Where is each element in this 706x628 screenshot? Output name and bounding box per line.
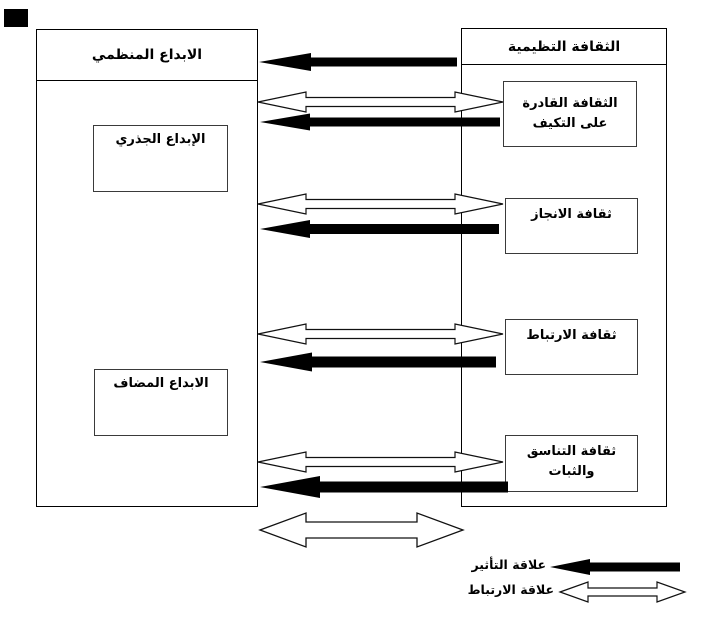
added-creativity-label: الابداع المضاف [113, 376, 209, 391]
consistency-culture-label: ثقافة التناسق والثبات [526, 444, 617, 480]
added-creativity-box: الابداع المضاف [94, 369, 228, 436]
legend-correlation-arrow [558, 581, 687, 603]
achievement-culture-label: ثقافة الانجاز [531, 207, 612, 222]
legend-influence-label: علاقة التأثير [471, 557, 547, 572]
legend-correlation-label: علاقة الارتباط [467, 582, 554, 597]
correlation-arrow-bottom [258, 512, 465, 548]
legend-influence-arrow [550, 559, 680, 575]
influence-arrow-top [259, 53, 457, 71]
organizational-culture-title: الثقافة التظيمية [462, 29, 666, 65]
corner-scan-mark [4, 9, 28, 27]
consistency-culture-box: ثقافة التناسق والثبات [505, 435, 638, 492]
achievement-culture-box: ثقافة الانجاز [505, 198, 638, 254]
adaptive-culture-box: الثقافة القادرة على التكيف [503, 81, 637, 147]
radical-creativity-label: الإبداع الجذري [115, 132, 206, 147]
adaptive-culture-label: الثقافة القادرة على التكيف [522, 95, 618, 131]
organizational-creativity-title: الابداع المنظمي [37, 30, 257, 81]
involvement-culture-label: ثقافة الارتباط [526, 328, 617, 343]
involvement-culture-box: ثقافة الارتباط [505, 319, 638, 375]
radical-creativity-box: الإبداع الجذري [93, 125, 228, 192]
